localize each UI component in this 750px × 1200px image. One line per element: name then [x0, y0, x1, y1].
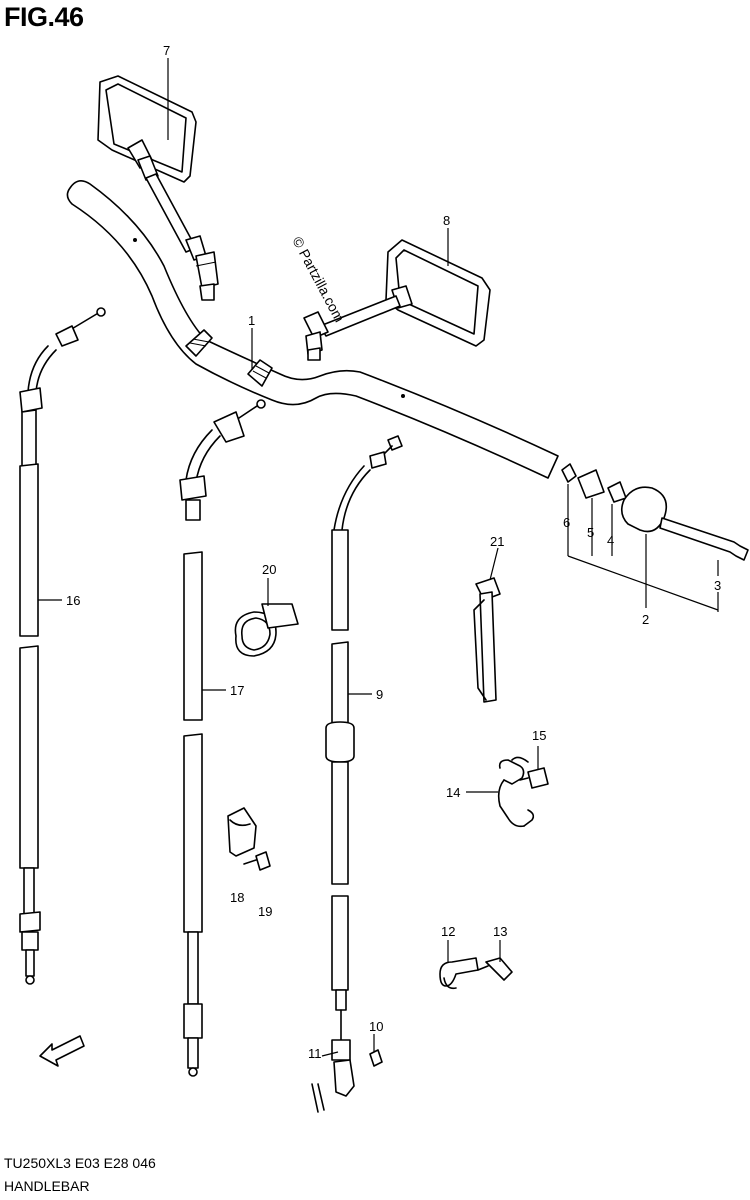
part-cable-9 [325, 435, 403, 1097]
callout-7: 7 [163, 43, 170, 58]
callout-2: 2 [642, 612, 649, 627]
callout-12: 12 [441, 924, 455, 939]
part-clamp-18-screw-19 [227, 807, 271, 871]
callout-16: 16 [66, 593, 80, 608]
callout-6: 6 [563, 515, 570, 530]
callout-21: 21 [490, 534, 504, 549]
fwd-arrow-icon: FWD [39, 1035, 85, 1067]
part-cable-17 [179, 399, 266, 1077]
callout-5: 5 [587, 525, 594, 540]
footer-model-code: TU250XL3 E03 E28 046 [4, 1155, 156, 1171]
figure-title: FIG.46 [4, 2, 84, 32]
callout-18: 18 [230, 890, 244, 905]
callout-8: 8 [443, 213, 450, 228]
callout-19: 19 [258, 904, 272, 919]
callout-10: 10 [369, 1019, 383, 1034]
callout-1: 1 [248, 313, 255, 328]
leader-lines [38, 58, 719, 1057]
callout-11: 11 [308, 1046, 322, 1061]
callout-13: 13 [493, 924, 507, 939]
part-mirror-right [303, 239, 491, 361]
callout-14: 14 [446, 785, 460, 800]
callout-20: 20 [262, 562, 276, 577]
callout-15: 15 [532, 728, 546, 743]
partzilla-watermark: © Partzilla.com [289, 234, 347, 325]
callout-numbers: 7 8 1 16 17 9 20 21 15 14 18 19 12 13 10… [66, 43, 721, 1061]
callout-4: 4 [607, 533, 614, 548]
part-clamp-12-bolt-13 [439, 957, 513, 990]
part-handlebar [66, 180, 559, 479]
part-bolt-pin-10-11 [311, 1049, 383, 1113]
callout-3: 3 [714, 578, 721, 593]
footer-section-name: HANDLEBAR [4, 1178, 90, 1194]
callout-17: 17 [230, 683, 244, 698]
part-cable-16 [19, 307, 106, 985]
part-clip-14-bolt-15 [497, 756, 549, 828]
part-grip-end-assembly [561, 463, 749, 561]
part-cable-tie-21 [473, 577, 501, 703]
part-mirror-left [97, 75, 219, 301]
callout-9: 9 [376, 687, 383, 702]
part-clamp-20 [234, 603, 299, 657]
